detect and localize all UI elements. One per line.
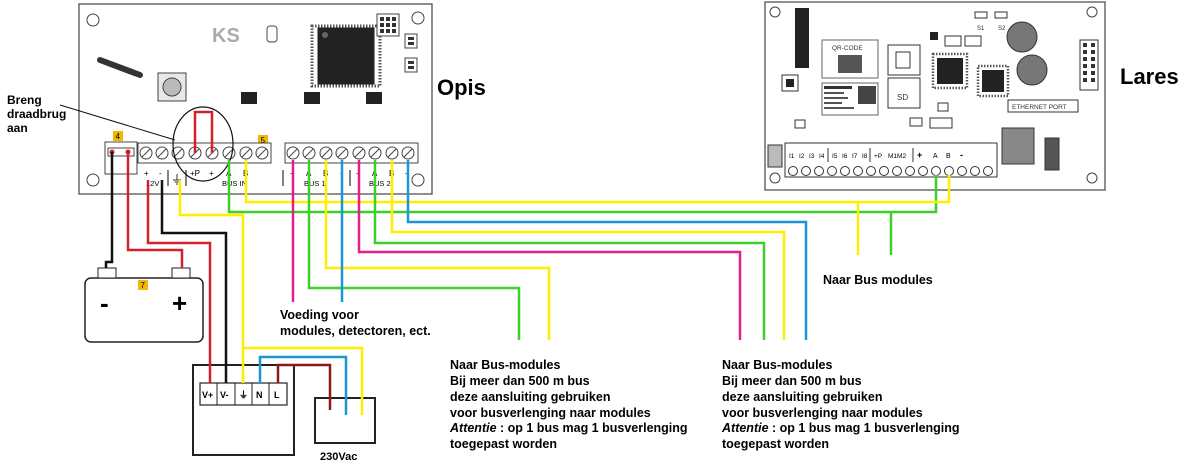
lares-term-minus: - xyxy=(960,150,963,160)
wire-bus1-b xyxy=(324,160,551,340)
opis-term-busin-plus: + xyxy=(209,169,214,178)
lares-term-i7: I7 xyxy=(852,153,858,160)
wire-mains-n xyxy=(258,355,348,415)
battery: - + 7 xyxy=(84,267,204,343)
naar-bus-modules-label: Naar Bus modules xyxy=(823,273,933,287)
bus-ext-left-line-2: Bij meer dan 500 m bus xyxy=(450,374,590,388)
bus-ext-left-attentie-text: : op 1 bus mag 1 busverlenging xyxy=(497,421,688,435)
wire-bus2-minus xyxy=(406,160,808,340)
wires xyxy=(104,152,951,415)
voeding-label: Voeding voor modules, detectoren, ect. xyxy=(280,308,431,338)
wire-bus1-a xyxy=(307,160,521,340)
wire-psu-vminus xyxy=(160,180,228,383)
bus-ext-left-attentie: Attentie xyxy=(449,421,497,435)
lares-term-b: B xyxy=(946,153,951,160)
opis-title: Opis xyxy=(437,75,486,100)
psu-term-vminus: V- xyxy=(220,390,229,400)
bus-ext-left-line-5: Attentie : op 1 bus mag 1 busverlenging xyxy=(449,421,688,435)
voeding-line-2: modules, detectoren, ect. xyxy=(280,324,431,338)
bus-ext-left-line-1: Naar Bus-modules xyxy=(450,358,560,372)
wire-psu-earth xyxy=(178,180,245,383)
opis-term-12v-minus: - xyxy=(159,169,162,178)
wire-bus2-plus xyxy=(357,160,742,340)
lares-term-i8: I8 xyxy=(862,153,868,160)
battery-plus: + xyxy=(172,288,187,318)
breng-line-2: draadbrug xyxy=(7,107,66,121)
lares-board: QR-CODE SD S1 S2 xyxy=(764,1,1106,191)
opis-term-bus2-minus: - xyxy=(405,169,408,178)
battery-minus: - xyxy=(100,288,109,318)
bus-ext-right-line-6: toegepast worden xyxy=(722,437,829,451)
bus-ext-left-line-4: voor busverlenging naar modules xyxy=(450,406,651,420)
lares-term-a: A xyxy=(933,153,938,160)
lares-ethernet-label: ETHERNET PORT xyxy=(1012,104,1067,111)
opis-board: KS 4 5 xyxy=(78,3,433,195)
wire-mains-l xyxy=(276,363,332,410)
lares-term-i5: I5 xyxy=(832,153,838,160)
lares-title: Lares xyxy=(1120,64,1179,89)
psu-term-l: L xyxy=(274,390,280,400)
bus-ext-right-line-4: voor busverlenging naar modules xyxy=(722,406,923,420)
lares-qr-label: QR-CODE xyxy=(832,45,863,52)
bus-ext-right-line-3: deze aansluiting gebruiken xyxy=(722,390,882,404)
psu-term-vplus: V+ xyxy=(202,390,213,400)
breng-line-3: aan xyxy=(7,121,28,135)
lares-term-i6: I6 xyxy=(842,153,848,160)
wire-busin-b xyxy=(244,160,951,204)
bus-ext-right-attentie: Attentie xyxy=(721,421,769,435)
wire-battery-minus xyxy=(104,152,114,268)
bus-ext-right-line-2: Bij meer dan 500 m bus xyxy=(722,374,862,388)
opis-term-p: +P xyxy=(190,169,200,178)
lares-term-i1: I1 xyxy=(789,153,795,160)
lares-term-i4: I4 xyxy=(819,153,825,160)
opis-group-12v: 12V xyxy=(146,179,159,188)
opis-group-bus2: BUS 2 xyxy=(369,179,391,188)
lares-switch-s1: S1 xyxy=(977,26,985,32)
lares-term-plus: + xyxy=(917,150,922,160)
wire-busin-a xyxy=(227,160,938,214)
breng-draadbrug-label: Breng draadbrug aan xyxy=(7,93,66,135)
opis-group-bus1: BUS 1 xyxy=(304,179,326,188)
lares-term-i3: I3 xyxy=(809,153,815,160)
lares-switch-s2: S2 xyxy=(998,26,1006,32)
opis-badge-5: 5 xyxy=(261,136,266,145)
opis-logo: KS xyxy=(212,25,240,47)
bus-ext-left-label: Naar Bus-modules Bij meer dan 500 m bus … xyxy=(449,358,688,451)
voeding-line-1: Voeding voor xyxy=(280,308,359,322)
opis-group-busin: BUS IN xyxy=(222,179,247,188)
lares-term-p: +P xyxy=(874,153,882,160)
opis-term-12v-plus: + xyxy=(144,169,149,178)
battery-badge: 7 xyxy=(141,281,146,290)
wire-battery-plus xyxy=(126,152,184,268)
mains-label: 230Vac xyxy=(320,451,357,463)
draadbrug-callout xyxy=(59,104,234,182)
lares-term-m1m2: M1M2 xyxy=(888,153,906,160)
bus-ext-right-line-5: Attentie : op 1 bus mag 1 busverlenging xyxy=(721,421,960,435)
power-supply: V+ V- ⏚ N L 230Vac xyxy=(192,364,376,463)
bus-ext-left-line-6: toegepast worden xyxy=(450,437,557,451)
psu-term-earth: ⏚ xyxy=(239,390,248,400)
wire-bus2-a xyxy=(373,160,766,340)
lares-sd-label: SD xyxy=(897,93,908,102)
bus-ext-right-line-1: Naar Bus-modules xyxy=(722,358,832,372)
wire-psu-vplus xyxy=(146,180,212,383)
breng-line-1: Breng xyxy=(7,93,42,107)
bus-ext-right-attentie-text: : op 1 bus mag 1 busverlenging xyxy=(769,421,960,435)
lares-term-i2: I2 xyxy=(799,153,805,160)
opis-badge-4: 4 xyxy=(116,132,121,141)
wire-bus2-b xyxy=(390,160,786,340)
bus-ext-right-label: Naar Bus-modules Bij meer dan 500 m bus … xyxy=(721,358,960,451)
psu-term-n: N xyxy=(256,390,263,400)
bus-ext-left-line-3: deze aansluiting gebruiken xyxy=(450,390,610,404)
